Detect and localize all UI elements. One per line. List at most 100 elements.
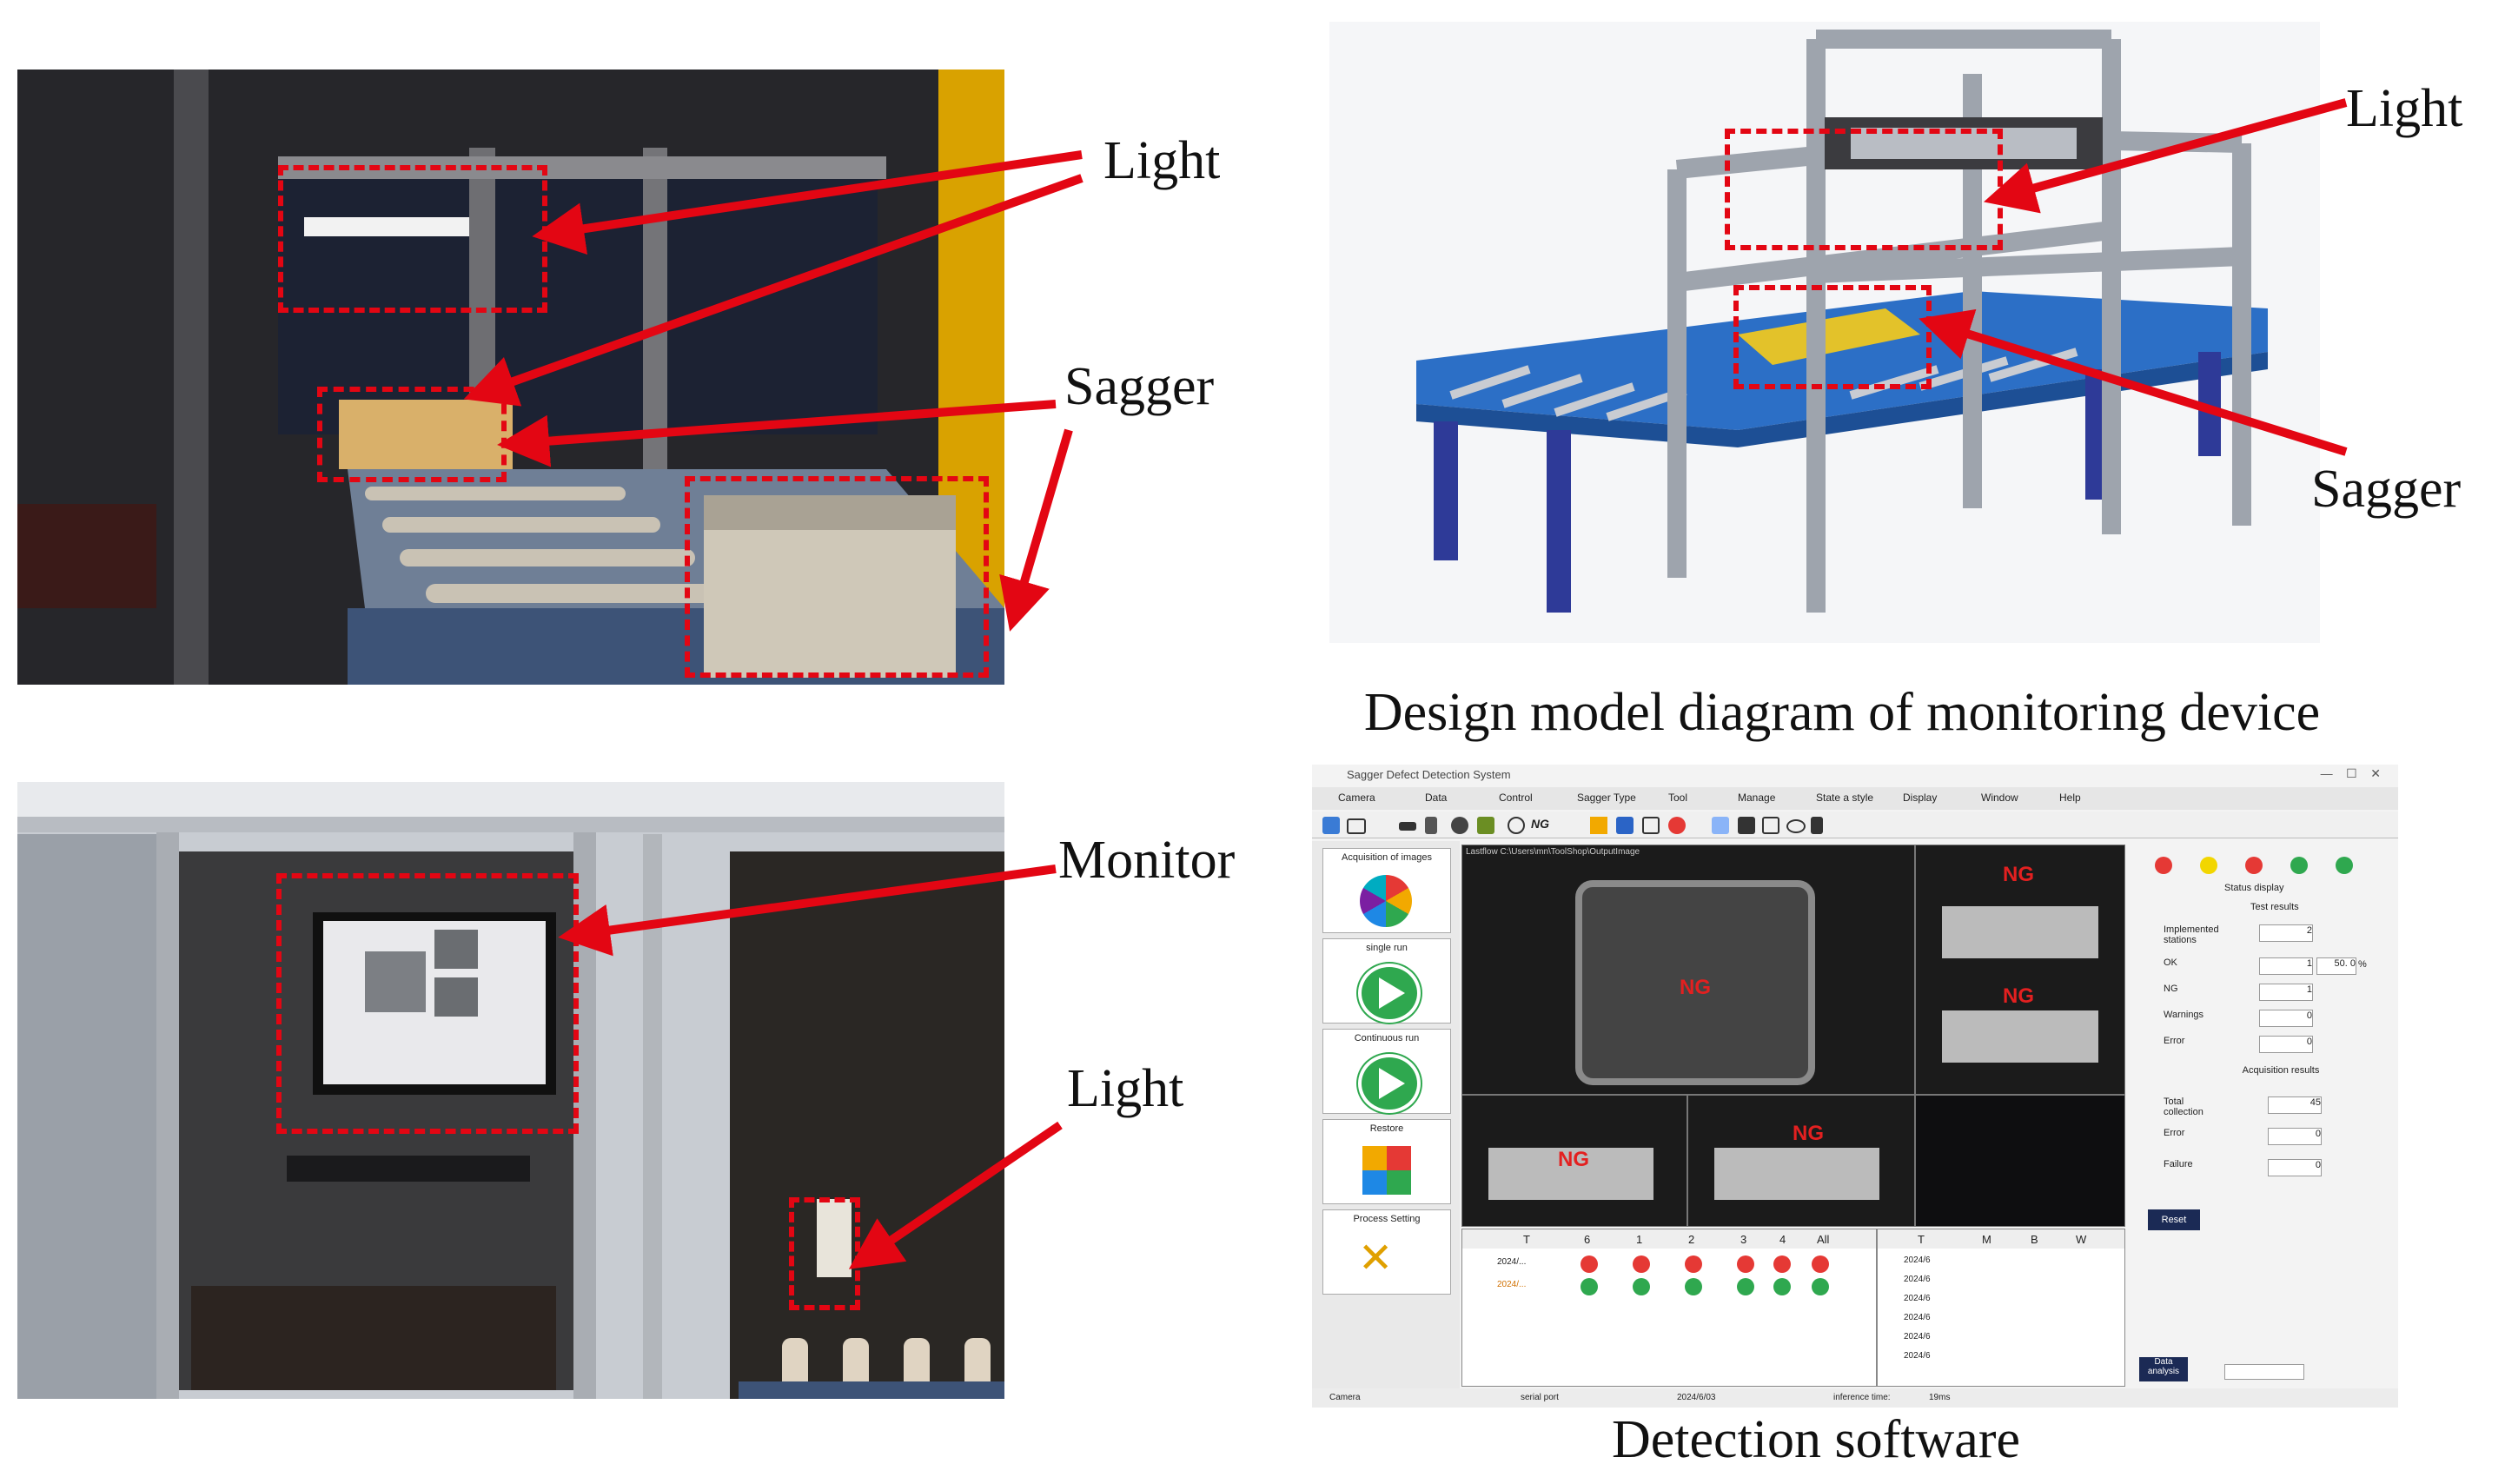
menu-item[interactable]: Help [2059,792,2081,804]
log-row-time: 2024/6 [1904,1275,1931,1284]
col-header: 4 [1779,1233,1786,1246]
ng-marker: NG [2003,984,2034,1008]
result-dot [1812,1255,1829,1273]
acq-error-label: Error [2164,1128,2185,1138]
result-dot [1581,1278,1598,1295]
data-analysis-field[interactable] [2224,1364,2304,1380]
col-header: 1 [1636,1233,1643,1246]
back-icon[interactable] [1508,817,1525,834]
photo1-sagger-box-large [685,476,989,678]
aperture-icon [1360,875,1412,927]
caption-software: Detection software [1612,1410,2020,1469]
result-dot [1737,1255,1754,1273]
photo2-monitor-box [276,873,579,1134]
menu-item[interactable]: Data [1425,792,1448,804]
stop-icon[interactable] [1668,817,1686,834]
bottom-image-pane-3 [1915,1095,2125,1227]
col-header: W [2076,1233,2087,1246]
col-header: T [1918,1233,1925,1246]
ng-marker: NG [1793,1122,1824,1145]
table-row[interactable]: 2024/... [1462,1278,1876,1297]
status-date: 2024/6/03 [1677,1393,1716,1402]
menu-item[interactable]: Tool [1668,792,1688,804]
label-model-sagger: Sagger [2311,460,2462,519]
gear-icon[interactable] [1451,817,1468,834]
status-inference-value: 19ms [1929,1393,1951,1402]
stations-label: Implemented stations [2164,924,2219,945]
data-analysis-button[interactable]: Data analysis [2139,1357,2188,1381]
arrow-photo1-light-b [463,174,1084,407]
table-row[interactable]: 2024/... [1462,1255,1876,1275]
grid-icon[interactable] [1762,817,1779,834]
restore-button[interactable]: Restore [1322,1119,1451,1204]
result-dot [1633,1255,1650,1273]
sagger-side-view-1 [1942,906,2098,958]
col-header: B [2031,1233,2038,1246]
total-collection-value: 45 [2268,1096,2322,1114]
continuous-run-label: Continuous run [1354,1033,1420,1043]
col-header: 3 [1740,1233,1747,1246]
result-dot [1773,1278,1791,1295]
arrow-photo1-sagger-a [497,400,1057,467]
continuous-run-button[interactable]: Continuous run [1322,1029,1451,1114]
percent-sign: % [2358,959,2367,970]
save-icon[interactable] [1399,822,1416,831]
export-icon[interactable] [1642,817,1660,834]
col-header: 2 [1688,1233,1695,1246]
sagger-side-view-3 [1488,1148,1653,1200]
menu-item[interactable]: Manage [1738,792,1776,804]
warnings-label: Warnings [2164,1010,2204,1020]
log-table: T M B W 2024/6 2024/6 2024/6 2024/6 2024… [1877,1229,2125,1387]
error-value: 0 [2259,1036,2313,1053]
error-label: Error [2164,1036,2185,1046]
eye-icon[interactable] [1786,819,1806,833]
menu-item[interactable]: Window [1981,792,2018,804]
process-setting-button[interactable]: Process Setting ✕ [1322,1209,1451,1295]
single-run-button[interactable]: single run [1322,938,1451,1024]
video-icon[interactable] [1347,818,1366,834]
log-row-time: 2024/6 [1904,1255,1931,1265]
result-dot [1685,1255,1702,1273]
reset-button[interactable]: Reset [2148,1209,2200,1230]
acquisition-button[interactable]: Acquisition of images [1322,848,1451,933]
result-dot [1812,1278,1829,1295]
caption-model: Design model diagram of monitoring devic… [1363,683,2321,742]
ng-marker: NG [1558,1148,1589,1171]
cad-model-render [1329,22,2320,643]
ok-value: 1 [2259,957,2313,975]
menu-item[interactable]: Display [1903,792,1938,804]
warnings-value: 0 [2259,1010,2313,1027]
arrow-photo1-light-a [532,150,1083,255]
col-header: T [1523,1233,1530,1246]
result-table: T 6 1 2 3 4 All 2024/... 2024/... [1461,1229,1877,1387]
sagger-side-view-4 [1714,1148,1879,1200]
ng-label: NG [2164,984,2178,994]
menu-item[interactable]: Camera [1338,792,1375,804]
log-row-time: 2024/6 [1904,1332,1931,1342]
single-run-label: single run [1366,943,1408,953]
status-display-label: Status display [2224,883,2284,893]
status-serial: serial port [1521,1393,1559,1402]
lock-icon[interactable] [1811,817,1823,834]
camera-icon[interactable] [1322,817,1340,834]
warning-icon[interactable] [1590,817,1607,834]
arrow-photo1-sagger-b [999,428,1073,632]
arrow-model-light [1983,98,2348,214]
menu-item[interactable]: Control [1499,792,1533,804]
camera-snap-icon[interactable] [1738,817,1755,834]
failure-value: 0 [2268,1159,2322,1176]
arrow-model-sagger [1919,308,2348,456]
ng-icon[interactable]: NG [1531,817,1549,831]
blocks-icon [1362,1146,1411,1195]
row-time: 2024/... [1497,1257,1527,1267]
col-header: 6 [1584,1233,1591,1246]
label-photo1-light: Light [1103,131,1221,190]
menu-item[interactable]: State a style [1816,792,1874,804]
edit-icon[interactable] [1712,817,1729,834]
tool-icon[interactable] [1425,817,1437,834]
log-row-time: 2024/6 [1904,1351,1931,1361]
alert-icon[interactable] [1616,817,1634,834]
menu-item[interactable]: Sagger Type [1577,792,1636,804]
image-icon[interactable] [1477,817,1494,834]
